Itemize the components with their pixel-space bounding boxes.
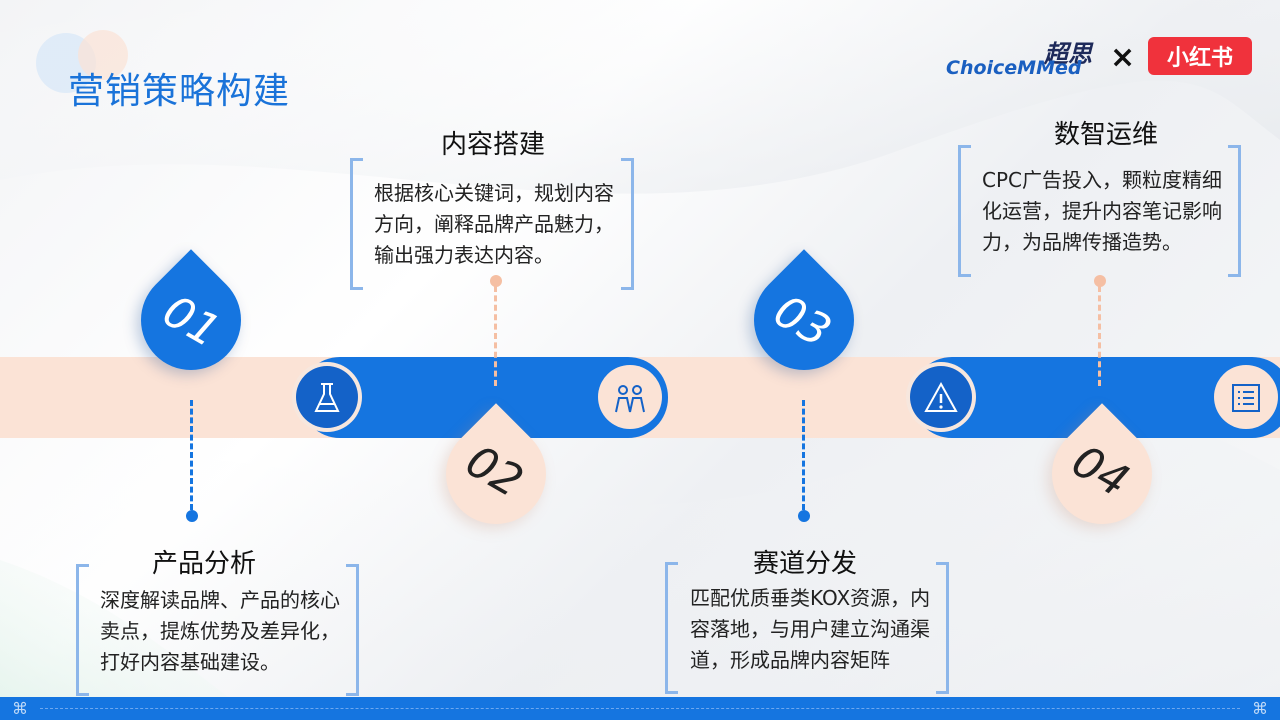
warning-icon	[924, 381, 958, 412]
step-heading-04: 数智运维	[1053, 120, 1158, 150]
decor-circle-peach	[78, 30, 128, 80]
page-title: 营销策略构建	[68, 71, 291, 112]
connector-dot-03	[798, 510, 810, 522]
step-text-01: 深度解读品牌、产品的核心卖点，提炼优势及差异化，打好内容基础建设。	[100, 588, 340, 674]
cross-mark: ×	[1110, 40, 1136, 75]
bracket-left-04	[958, 145, 971, 277]
bracket-left-02	[350, 158, 363, 290]
connector-03	[802, 400, 805, 510]
connector-04	[1098, 286, 1101, 386]
connector-dot-02	[490, 275, 502, 287]
connector-01	[190, 400, 193, 510]
step-heading-03: 赛道分发	[752, 549, 857, 579]
icon-circle-2	[598, 365, 662, 429]
document-list-icon	[1232, 384, 1260, 412]
step-heading-01: 产品分析	[151, 549, 256, 579]
bracket-right-02	[621, 158, 634, 290]
bracket-right-01	[346, 564, 359, 696]
step-text-02: 根据核心关键词，规划内容方向，阐释品牌产品魅力，输出强力表达内容。	[374, 181, 614, 267]
step-heading-02: 内容搭建	[440, 130, 545, 160]
icon-circle-1	[296, 366, 358, 428]
footer-knot-left-icon: ⌘	[12, 699, 28, 718]
step-text-03: 匹配优质垂类KOX资源，内容落地，与用户建立沟通渠道，形成品牌内容矩阵	[690, 586, 931, 672]
connector-dot-04	[1094, 275, 1106, 287]
choice-logo-cn: 超思	[1044, 40, 1092, 68]
connector-dot-01	[186, 510, 198, 522]
people-icon	[615, 385, 645, 413]
footer-bar: ⌘ ⌘	[0, 697, 1280, 720]
bracket-right-03	[936, 562, 949, 694]
step-text-04: CPC广告投入，颗粒度精细化运营，提升内容笔记影响力，为品牌传播造势。	[982, 168, 1222, 254]
flask-icon	[314, 383, 340, 412]
bracket-left-03	[665, 562, 678, 694]
footer-knot-right-icon: ⌘	[1252, 699, 1268, 718]
choice-logo-en: ChoiceMMed	[946, 57, 1082, 79]
bracket-left-01	[76, 564, 89, 696]
footer-dashed-line	[40, 708, 1240, 709]
xhs-logo: 小红书	[1148, 37, 1252, 75]
connector-02	[494, 286, 497, 386]
bracket-right-04	[1228, 145, 1241, 277]
